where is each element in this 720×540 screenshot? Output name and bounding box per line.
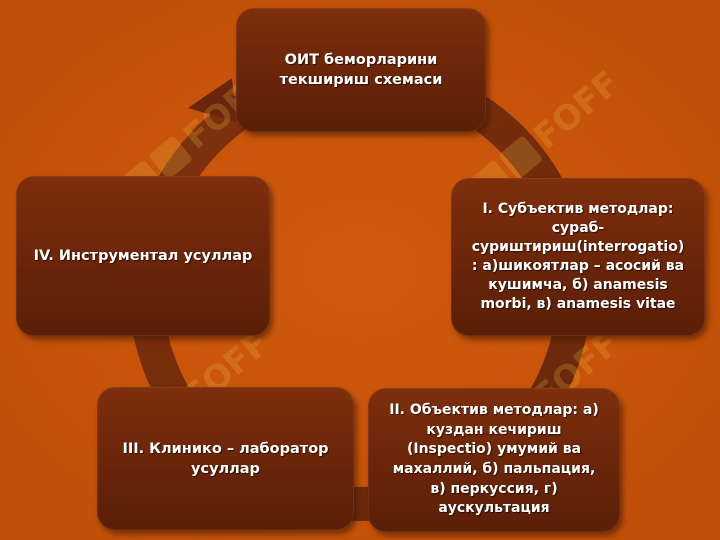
- node-line: morbi, в) anamesis vitae: [480, 296, 676, 313]
- node-line: (Inspectio) умумий ва: [406, 441, 582, 458]
- node-line: аускультация: [438, 500, 550, 517]
- node-line: III. Клинико – лаборатор: [122, 440, 329, 457]
- node-line: куздан кечириш: [426, 421, 562, 438]
- node-line: усуллар: [191, 460, 260, 477]
- node-line: IV. Инструментал усуллар: [33, 248, 253, 264]
- node-line: махаллий, б) пальпация,: [392, 461, 596, 477]
- node-line: I. Субъектив методлар:: [482, 200, 674, 217]
- node-line: текшириш схемаси: [279, 72, 443, 88]
- node-line: в) перкуссия, г): [430, 480, 558, 497]
- node-line: ОИТ беморларини: [284, 52, 438, 68]
- node-clinical-lab-methods: III. Клинико – лаборатор усуллар: [97, 387, 354, 530]
- node-line: суриштириш(interrogatio): [471, 238, 685, 255]
- node-line: II. Объектив методлар: а): [389, 402, 599, 419]
- node-examination-scheme: ОИТ беморларини текшириш схемаси: [236, 8, 486, 132]
- node-subjective-methods: I. Субъектив методлар: сураб- суриштириш…: [451, 178, 705, 336]
- node-line: сураб-: [551, 219, 605, 236]
- node-line: : а)шикоятлар – асосий ва: [471, 258, 685, 274]
- node-instrumental-methods: IV. Инструментал усуллар: [16, 176, 270, 336]
- node-objective-methods: II. Объектив методлар: а) куздан кечириш…: [368, 388, 620, 532]
- node-line: кушимча, б) anamesis: [488, 277, 668, 294]
